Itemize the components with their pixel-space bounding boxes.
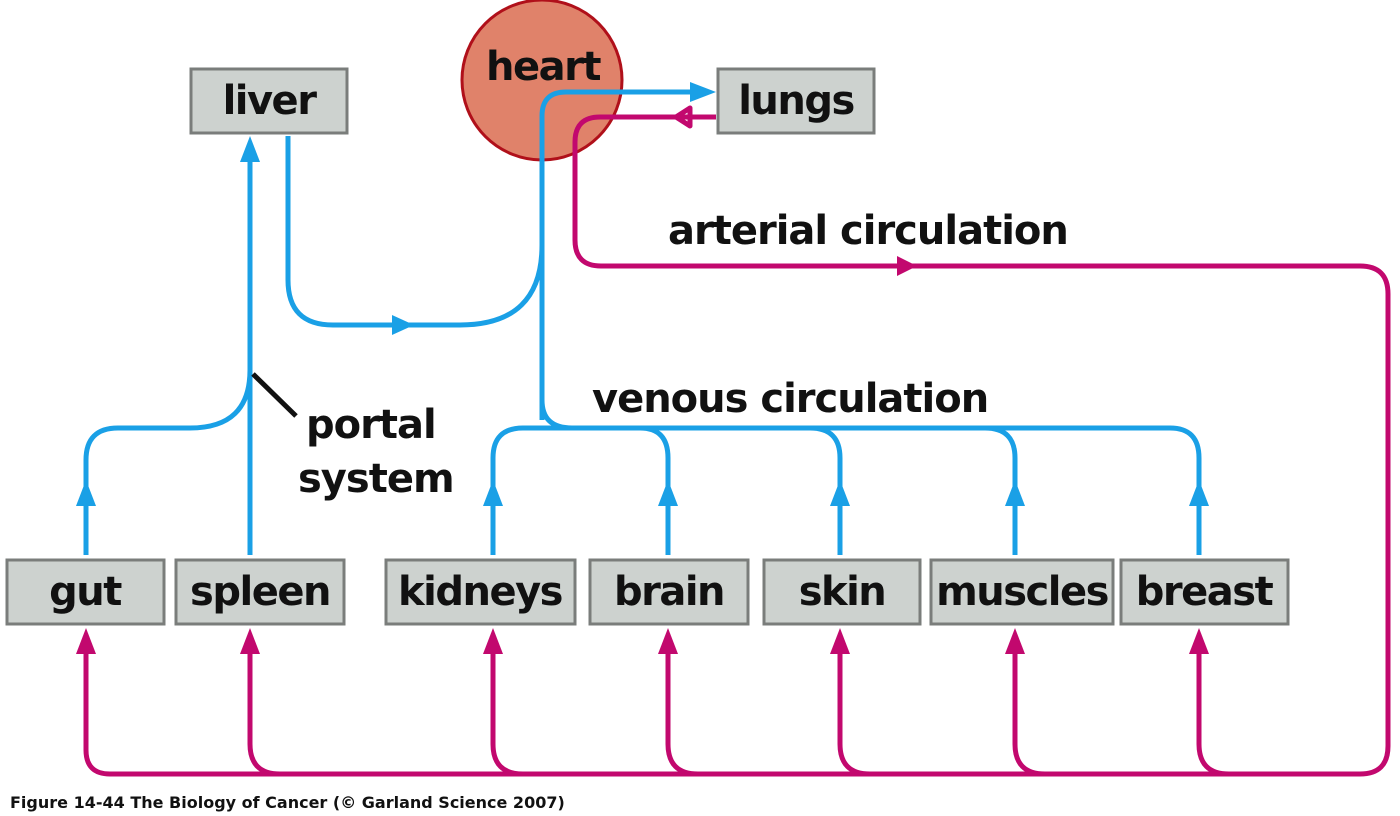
organ-spleen: spleen — [174, 558, 346, 626]
arterial-arrow-skin — [830, 628, 850, 654]
arterial-circulation — [76, 105, 1391, 777]
venous-arrow-lungs — [690, 82, 716, 102]
venous-branch-kidneys-brain — [490, 425, 671, 555]
venous-arrow-gut — [76, 480, 96, 506]
arterial-arrow-gut — [76, 628, 96, 654]
arterial-branch-breast — [1196, 640, 1230, 777]
muscles-label: muscles — [936, 569, 1108, 615]
venous-branch-muscles — [984, 425, 1018, 555]
organ-gut: gut — [5, 558, 166, 626]
kidneys-label: kidneys — [398, 569, 562, 615]
figure-caption: Figure 14-44 The Biology of Cancer (© Ga… — [10, 793, 565, 812]
gut-label: gut — [49, 569, 122, 615]
arterial-arrow-to-heart — [673, 105, 693, 129]
gut-box — [5, 558, 166, 626]
portal-pointer-line — [251, 372, 298, 418]
skin-box — [762, 558, 922, 626]
lungs-label: lungs — [738, 78, 854, 124]
venous-heart-to-lungs — [539, 89, 700, 420]
arterial-main-path — [83, 114, 1391, 777]
brain-label: brain — [614, 569, 724, 615]
spleen-box — [174, 558, 346, 626]
venous-liver-to-heart — [285, 136, 545, 328]
breast-box — [1119, 558, 1290, 626]
venous-collector — [539, 399, 1202, 555]
heart-label-top: heart — [486, 44, 601, 90]
organ-skin: skin — [762, 558, 922, 626]
venous-arrow-muscles — [1005, 480, 1025, 506]
liver-label: liver — [223, 78, 318, 124]
organ-kidneys: kidneys — [384, 558, 577, 626]
skin-label: skin — [799, 569, 886, 615]
arterial-arrow-breast — [1189, 628, 1209, 654]
portal-label-line2: system — [298, 456, 454, 502]
venous-gut-to-portal — [83, 369, 253, 555]
venous-branch-skin — [809, 425, 843, 555]
lungs-box — [716, 67, 876, 135]
organ-liver: liver — [189, 67, 349, 135]
organ-brain: brain — [588, 558, 750, 626]
portal-label-line1: portal — [306, 402, 436, 448]
arterial-arrow-spleen — [240, 628, 260, 654]
arterial-branch-muscles — [1012, 640, 1046, 777]
arterial-arrow-right — [897, 256, 917, 276]
arterial-circulation-label: arterial circulation — [668, 208, 1068, 254]
venous-arrow-breast — [1189, 480, 1209, 506]
organ-muscles: muscles — [929, 558, 1115, 626]
venous-arrow-liver-return — [392, 315, 414, 335]
muscles-box — [929, 558, 1115, 626]
arterial-branch-spleen — [247, 640, 281, 777]
arterial-branch-brain — [665, 640, 699, 777]
breast-label: breast — [1136, 569, 1274, 615]
venous-circulation-label: venous circulation — [592, 376, 988, 422]
organ-breast: breast — [1119, 558, 1290, 626]
venous-arrow-skin — [830, 480, 850, 506]
organ-lungs: lungs — [716, 67, 876, 135]
venous-circulation — [76, 82, 1209, 555]
arterial-branch-skin — [837, 640, 871, 777]
kidneys-box — [384, 558, 577, 626]
venous-arrow-kidneys — [483, 480, 503, 506]
arterial-branch-kidneys — [490, 640, 524, 777]
arterial-arrow-muscles — [1005, 628, 1025, 654]
venous-arrow-brain — [658, 480, 678, 506]
arterial-arrow-brain — [658, 628, 678, 654]
spleen-label: spleen — [190, 569, 330, 615]
brain-box — [588, 558, 750, 626]
venous-arrow-liver — [240, 136, 260, 162]
liver-box — [189, 67, 349, 135]
arterial-arrow-kidneys — [483, 628, 503, 654]
